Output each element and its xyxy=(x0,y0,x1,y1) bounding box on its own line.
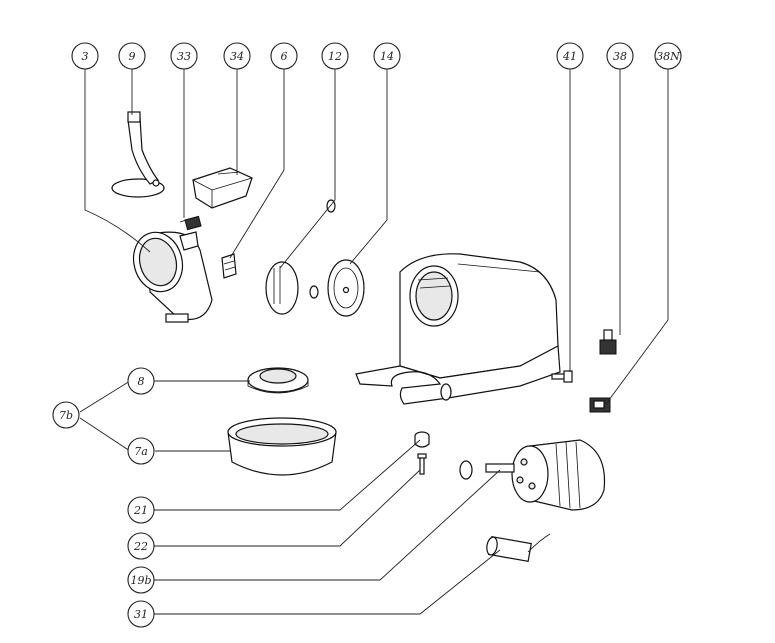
callout-label-34: 34 xyxy=(230,50,244,63)
callout-label-7a: 7a xyxy=(134,445,148,458)
part-38-switch xyxy=(599,329,617,355)
main-housing xyxy=(355,253,561,405)
callout-9: 9 xyxy=(118,42,146,70)
callout-label-14: 14 xyxy=(380,50,394,63)
part-8-lid xyxy=(247,367,309,394)
part-6-bracket xyxy=(221,253,237,279)
callout-label-21: 21 xyxy=(133,504,148,517)
callout-19b: 19b xyxy=(127,566,155,594)
part-7a-bowl xyxy=(227,417,337,476)
o-ring xyxy=(309,285,319,299)
callout-label-41: 41 xyxy=(562,50,577,63)
part-41-screw xyxy=(551,370,573,383)
part-3-hopper xyxy=(132,231,213,323)
leader-lines xyxy=(79,69,669,615)
part-22-pin xyxy=(417,453,427,475)
callout-label-38n: 38N xyxy=(656,50,680,63)
callout-label-12: 12 xyxy=(328,50,342,63)
callout-12: 12 xyxy=(321,42,349,70)
callout-33: 33 xyxy=(170,42,198,70)
callout-31: 31 xyxy=(127,600,155,628)
callout-label-22: 22 xyxy=(133,540,148,553)
part-19b-motor xyxy=(485,439,606,511)
part-21-nut xyxy=(414,431,430,448)
callout-label-3: 3 xyxy=(82,50,89,63)
callout-7a: 7a xyxy=(127,437,155,465)
part-9-blade-stand xyxy=(111,111,165,198)
callout-21: 21 xyxy=(127,496,155,524)
callout-label-33: 33 xyxy=(177,50,191,63)
part-33-clip xyxy=(179,215,202,231)
callout-label-7b: 7b xyxy=(59,409,73,422)
callout-label-8: 8 xyxy=(138,375,145,388)
motor-o-ring xyxy=(459,460,473,480)
callout-38: 38 xyxy=(606,42,634,70)
callout-label-19b: 19b xyxy=(130,574,151,587)
part-38n-switch xyxy=(589,397,611,413)
callout-7b: 7b xyxy=(52,401,80,429)
part-31-capacitor xyxy=(486,533,551,563)
callout-label-6: 6 xyxy=(281,50,288,63)
callout-8: 8 xyxy=(127,367,155,395)
part-34-blade-block xyxy=(192,167,253,209)
callout-22: 22 xyxy=(127,532,155,560)
callout-41: 41 xyxy=(556,42,584,70)
part-14-disc xyxy=(327,259,365,317)
callout-14: 14 xyxy=(373,42,401,70)
callout-6: 6 xyxy=(270,42,298,70)
callout-34: 34 xyxy=(223,42,251,70)
part-12-cap xyxy=(265,199,336,315)
callout-label-31: 31 xyxy=(134,608,148,621)
callout-38n: 38N xyxy=(654,42,682,70)
callout-3: 3 xyxy=(71,42,99,70)
callout-label-38: 38 xyxy=(613,50,627,63)
callout-label-9: 9 xyxy=(129,50,136,63)
